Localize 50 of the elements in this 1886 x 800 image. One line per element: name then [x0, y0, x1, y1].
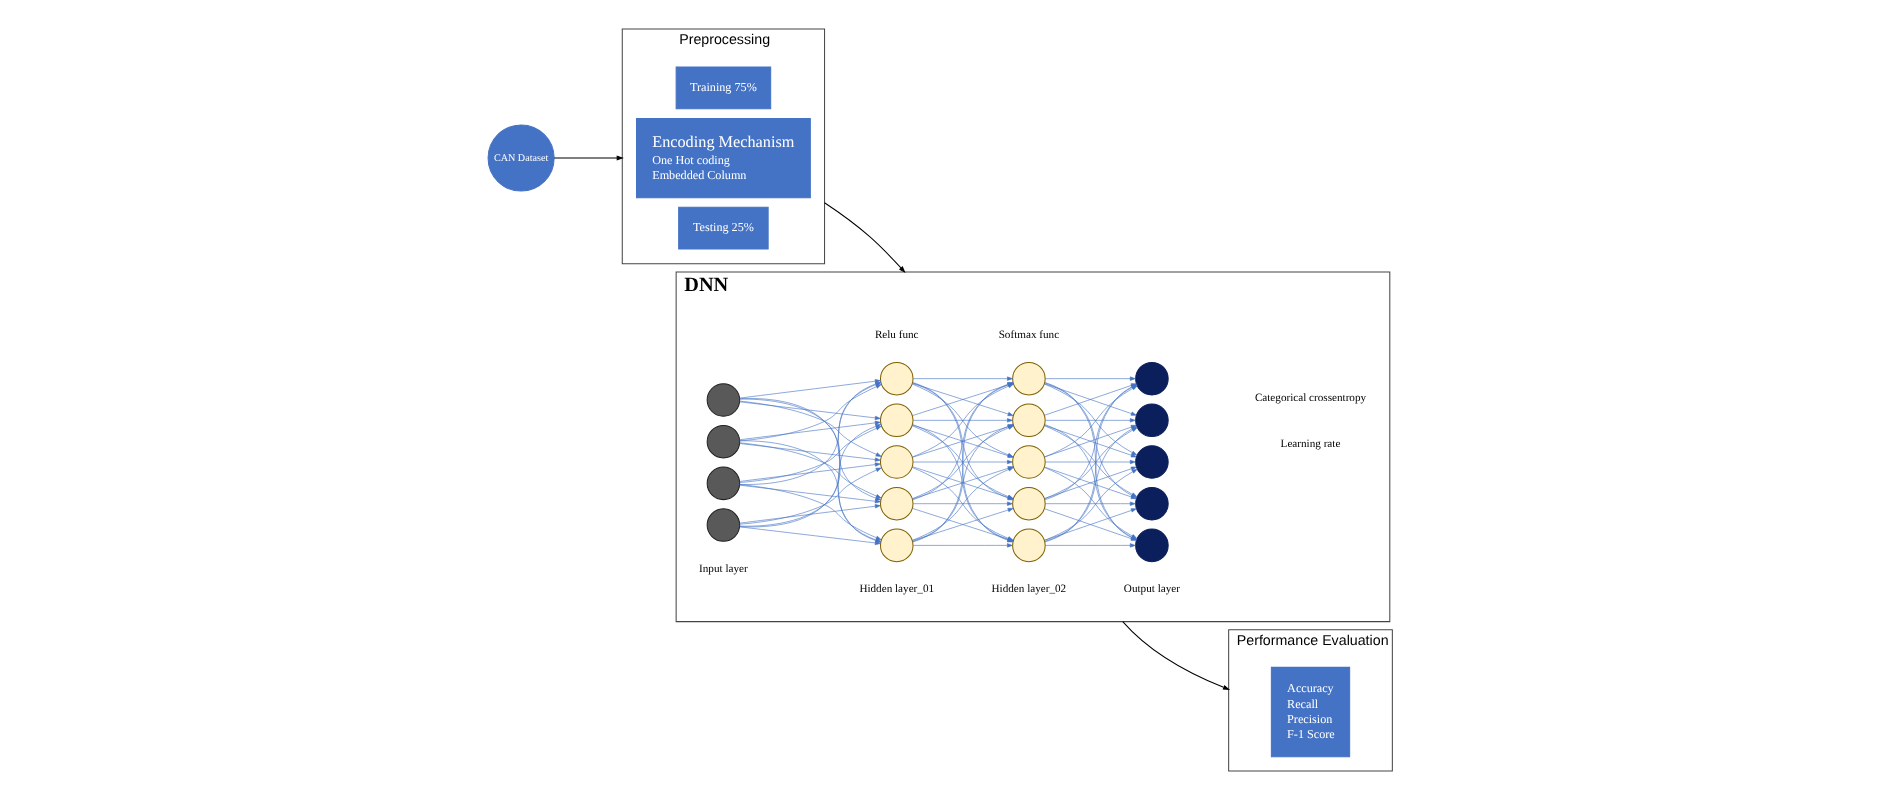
arrow: [1044, 543, 1136, 548]
node-circle: [1012, 486, 1046, 521]
arrow: [739, 420, 881, 441]
arrow: [739, 443, 881, 462]
arrow: [1044, 376, 1136, 381]
arrow: [553, 155, 624, 161]
arrow: [912, 501, 1013, 506]
arrow: [912, 543, 1013, 548]
node-circle: [1135, 403, 1169, 438]
arrow: [739, 424, 882, 527]
arrow: [1044, 501, 1136, 506]
node-circle: [1135, 361, 1169, 396]
arrow: [1044, 418, 1136, 423]
node-circle: [879, 445, 914, 479]
arrow: [824, 202, 906, 274]
arrow: [912, 418, 1013, 423]
arrow: [739, 425, 882, 483]
node-circle: [1012, 445, 1046, 479]
node-circle: [706, 508, 741, 542]
node-circle: [1135, 528, 1169, 563]
node-circle: [879, 486, 914, 521]
arrow: [739, 401, 881, 420]
node-circle: [879, 403, 914, 438]
node-circle: [706, 466, 741, 501]
arrow: [739, 526, 881, 545]
arrow: [739, 398, 882, 501]
arrow: [739, 504, 881, 524]
arrow: [1044, 459, 1136, 465]
arrow: [912, 459, 1013, 465]
arrow: [739, 467, 882, 525]
node-circle: [1135, 486, 1169, 521]
node-circle: [706, 424, 741, 459]
arrow: [739, 442, 882, 499]
node-circle: [706, 383, 741, 417]
arrow: [739, 398, 882, 543]
node-circle: [879, 361, 914, 396]
arrow: [739, 462, 881, 482]
node-circle: [1012, 361, 1046, 396]
node-circle: [879, 528, 914, 563]
arrow: [1122, 621, 1231, 690]
arrow: [739, 400, 882, 457]
arrow: [912, 376, 1013, 381]
node-circle: [1012, 528, 1046, 563]
arrow: [912, 424, 1014, 458]
arrow: [739, 440, 882, 542]
node-circle: [1135, 445, 1169, 479]
arrow: [1044, 466, 1137, 499]
arrow: [739, 484, 882, 541]
arrow: [739, 484, 881, 504]
node-circle: [1012, 403, 1046, 438]
